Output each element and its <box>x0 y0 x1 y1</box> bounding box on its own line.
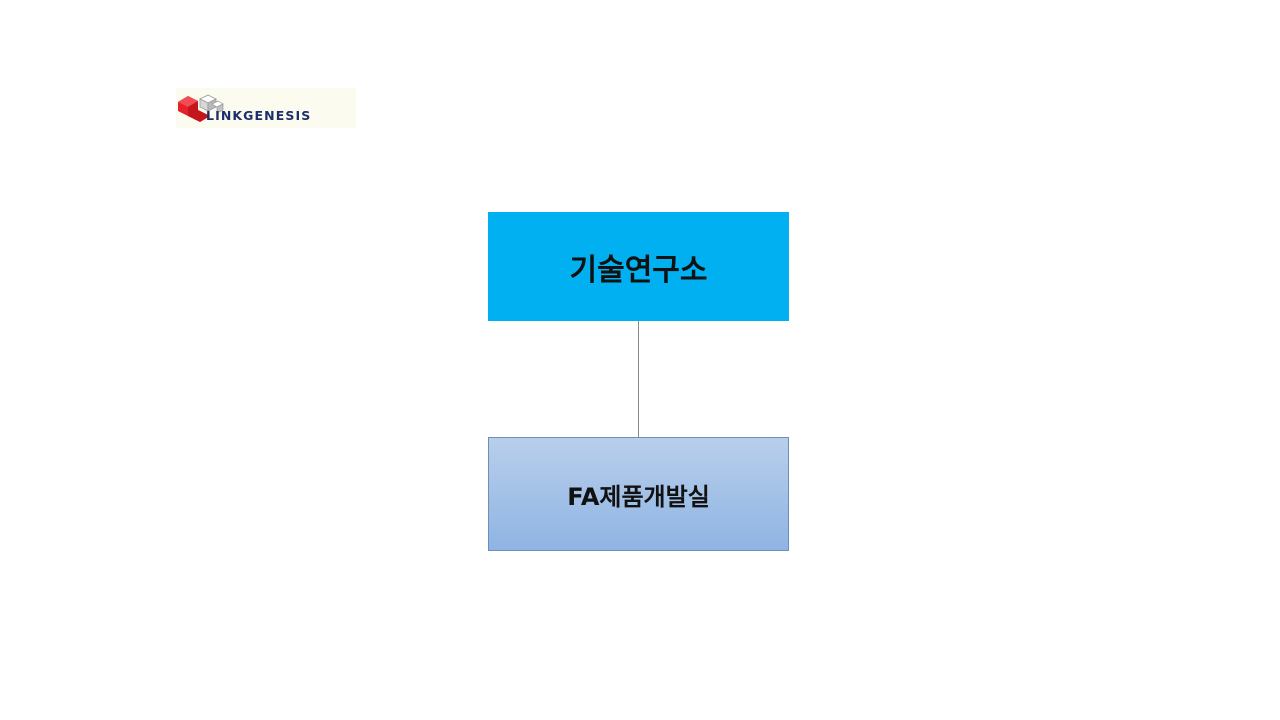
org-node-fa-product-dev: FA제품개발실 <box>488 437 789 551</box>
company-logo: LINKGENESIS <box>176 88 356 128</box>
logo-text: LINKGENESIS <box>206 108 312 123</box>
red-white-cube-icon <box>178 94 224 122</box>
org-node-label: 기술연구소 <box>569 252 708 288</box>
org-node-label: FA제품개발실 <box>567 482 710 511</box>
org-connector-line <box>638 321 639 437</box>
org-node-research-institute: 기술연구소 <box>488 212 789 321</box>
